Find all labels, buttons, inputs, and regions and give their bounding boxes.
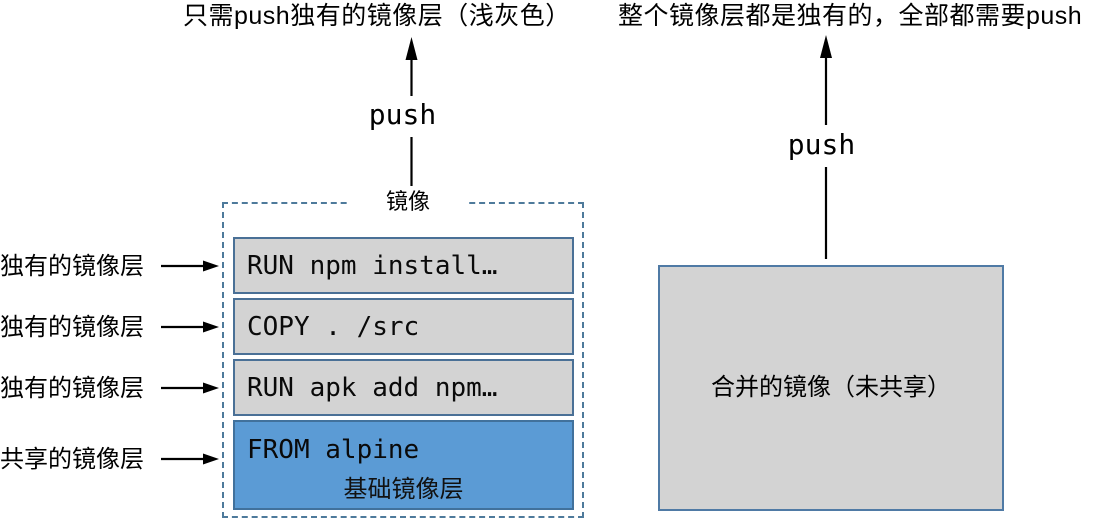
layer-code: RUN npm install… — [247, 250, 498, 281]
row-label-shared: 共享的镜像层 — [0, 446, 144, 473]
layer-code: COPY . /src — [247, 311, 420, 342]
layer-copy-src: COPY . /src — [233, 298, 574, 355]
layer-from-alpine: FROM alpine 基础镜像层 — [233, 420, 574, 510]
base-layer-label: 基础镜像层 — [343, 476, 464, 503]
layer-run-npm-install: RUN npm install… — [233, 237, 574, 294]
row-label-unique-3: 独有的镜像层 — [0, 375, 144, 402]
layer-code: FROM alpine — [247, 435, 420, 465]
layer-code: RUN apk add npm… — [247, 372, 498, 403]
row-arrow-2 — [161, 321, 219, 333]
left-caption: 只需push独有的镜像层（浅灰色） — [183, 2, 571, 30]
row-arrow-4 — [161, 453, 219, 465]
right-caption: 整个镜像层都是独有的，全部都需要push — [618, 2, 1083, 30]
layer-run-apk-add: RUN apk add npm… — [233, 359, 574, 416]
row-label-unique-1: 独有的镜像层 — [0, 253, 144, 280]
row-arrow-1 — [161, 260, 219, 272]
row-label-unique-2: 独有的镜像层 — [0, 314, 144, 341]
image-title: 镜像 — [348, 189, 468, 215]
merged-image-label: 合并的镜像（未共享） — [711, 374, 951, 401]
left-push-label: push — [368, 98, 437, 131]
right-push-label: push — [787, 128, 856, 161]
merged-image-box: 合并的镜像（未共享） — [658, 265, 1004, 511]
row-arrow-3 — [161, 382, 219, 394]
